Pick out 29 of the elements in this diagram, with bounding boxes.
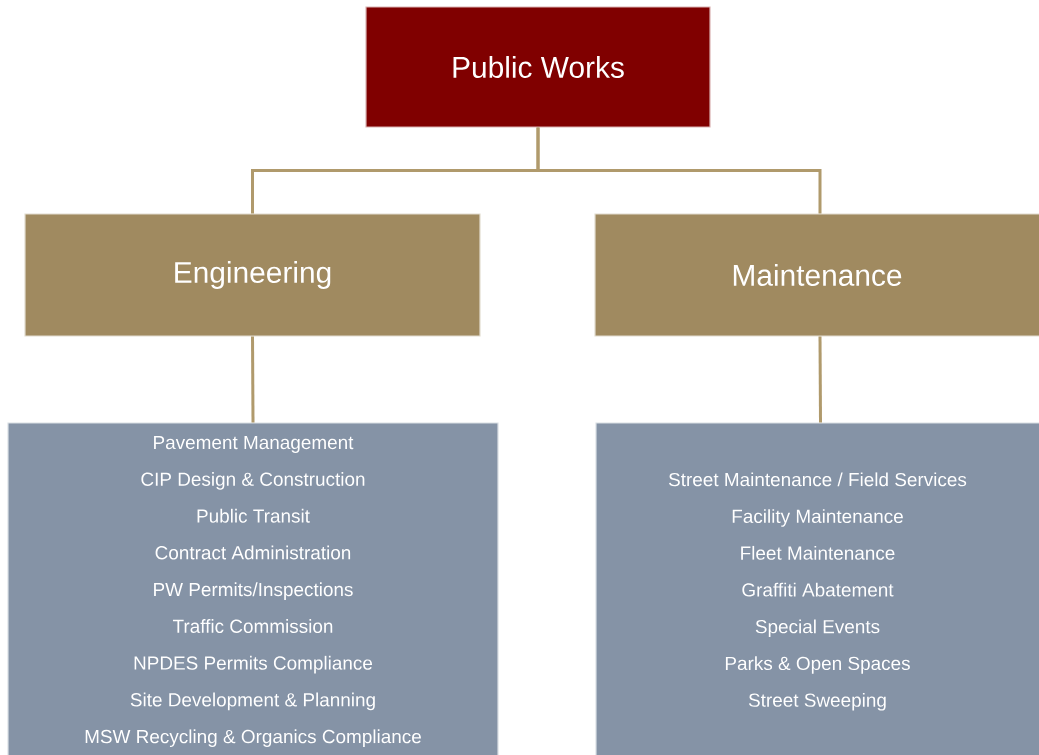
node-label: Public Transit: [197, 508, 310, 523]
node-label: Fleet Maintenance: [741, 545, 895, 560]
node-label: Contract Administration: [155, 545, 351, 560]
box-label: Maintenance: [733, 264, 902, 286]
task-list: Pavement Management CIP Design & Construction Public Transit Contract Administration PW Permits/Inspections Traffic Commission NPDES Permits Compliance Site Development & Planning MSW Recycling & Organics Compliance: [85, 436, 421, 747]
node-label: MSW Recycling & Organics Compliance: [85, 729, 421, 748]
node-label: Parks & Open Spaces: [725, 656, 910, 674]
node-label: Pavement Management: [154, 435, 354, 453]
node-label: Site Development & Planning: [130, 692, 375, 711]
task-list: Street Maintenance / Field Services Facility Maintenance Fleet Maintenance Graffiti Abatement Special Events Parks & Open Spaces Street Sweeping: [668, 472, 967, 711]
top-box: [365, 6, 711, 128]
node-label: Graffiti Abatement: [742, 582, 894, 597]
connector-line: [251, 336, 255, 423]
node-label: Street Maintenance / Field Services: [668, 472, 967, 487]
node-label: NPDES Permits Compliance: [134, 655, 373, 674]
node-label: PW Permits/Inspections: [154, 582, 353, 600]
box-label: Public Works: [453, 56, 624, 78]
connector-line: [536, 127, 822, 214]
node-label: Special Events: [755, 619, 880, 638]
node-label: Street Sweeping: [748, 692, 886, 711]
task-list-box: [7, 422, 499, 755]
node-label: CIP Design & Construction: [141, 472, 365, 490]
department-box: [24, 213, 481, 337]
node-label: Facility Maintenance: [732, 509, 903, 527]
connector-line: [818, 336, 822, 423]
node-label: Traffic Commission: [172, 619, 333, 633]
box-label: Engineering: [175, 261, 331, 289]
task-list-box: [595, 422, 1039, 755]
department-box: [594, 213, 1039, 337]
